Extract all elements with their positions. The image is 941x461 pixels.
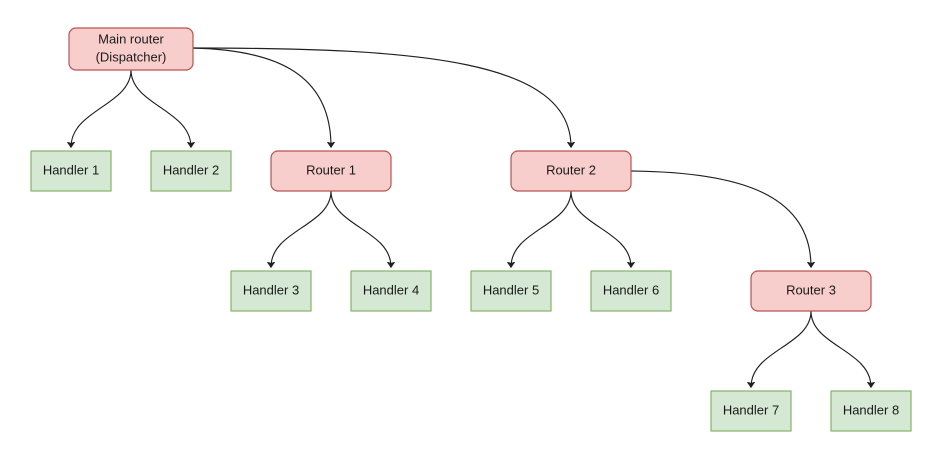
edge-router-3-to-handler-7[interactable] [751,310,812,387]
edge-router-2-to-router-3[interactable] [630,170,811,267]
edge-router-2-to-handler-6[interactable] [570,190,631,267]
edge-main-router-to-router-1[interactable] [192,47,331,147]
node-router-3[interactable]: Router 3 [750,270,872,312]
handler-8-box[interactable] [830,390,912,432]
router-2-box[interactable] [510,150,632,192]
handler-5-box[interactable] [470,270,552,312]
node-router-2[interactable]: Router 2 [510,150,632,192]
node-router-1[interactable]: Router 1 [270,150,392,192]
node-handler-2[interactable]: Handler 2 [150,150,232,192]
handler-7-box[interactable] [710,390,792,432]
node-handler-5[interactable]: Handler 5 [470,270,552,312]
node-handler-3[interactable]: Handler 3 [230,270,312,312]
nodes-layer: Main router(Dispatcher) Handler 1 Handler … [30,27,912,432]
edge-router-2-to-handler-5[interactable] [511,190,572,267]
handler-6-box[interactable] [590,270,672,312]
node-handler-1[interactable]: Handler 1 [30,150,112,192]
edges-layer [71,47,871,387]
edge-main-router-to-router-2[interactable] [192,47,571,147]
node-handler-7[interactable]: Handler 7 [710,390,792,432]
node-handler-8[interactable]: Handler 8 [830,390,912,432]
handler-1-box[interactable] [30,150,112,192]
router-3-box[interactable] [750,270,872,312]
main-router-box[interactable] [68,27,194,71]
edge-router-1-to-handler-3[interactable] [271,190,332,267]
edge-router-1-to-handler-4[interactable] [330,190,391,267]
router-1-box[interactable] [270,150,392,192]
edge-main-router-to-handler-1[interactable] [71,69,132,147]
handler-3-box[interactable] [230,270,312,312]
edge-main-router-to-handler-2[interactable] [130,69,191,147]
handler-4-box[interactable] [350,270,432,312]
edge-router-3-to-handler-8[interactable] [810,310,871,387]
node-main-router[interactable]: Main router(Dispatcher) [68,27,194,71]
handler-2-box[interactable] [150,150,232,192]
node-handler-4[interactable]: Handler 4 [350,270,432,312]
node-handler-6[interactable]: Handler 6 [590,270,672,312]
